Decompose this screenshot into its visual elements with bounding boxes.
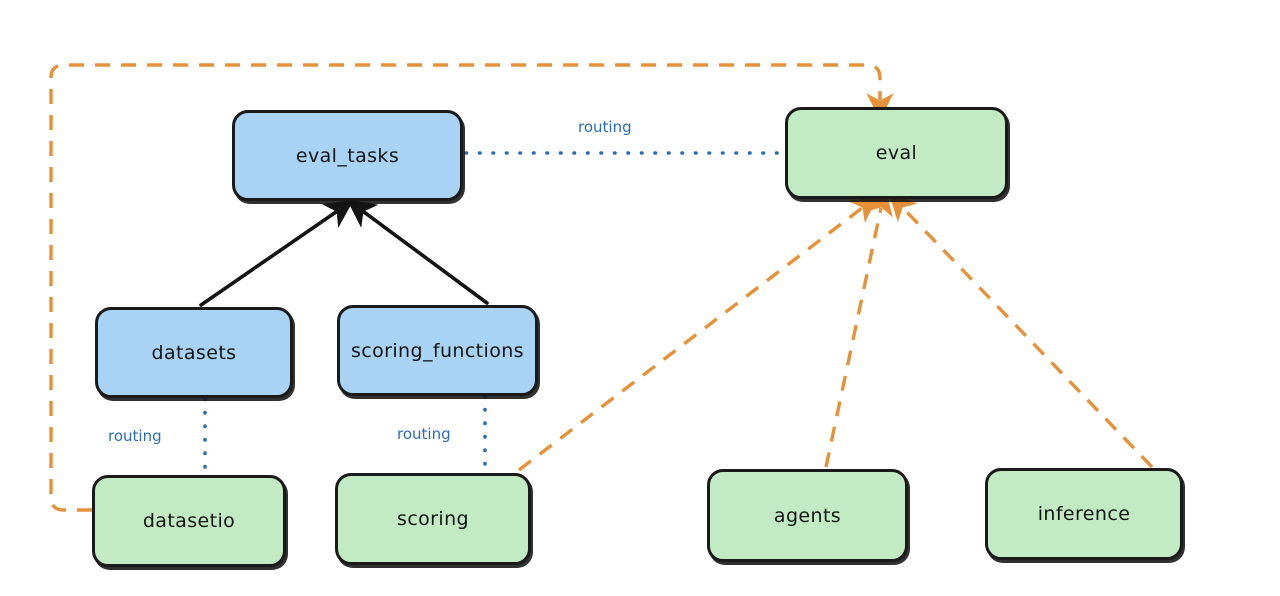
node-inference[interactable]: inference	[985, 468, 1183, 560]
node-label-scoring-functions: scoring_functions	[351, 339, 524, 362]
node-label-eval: eval	[875, 142, 918, 164]
node-agents[interactable]: agents	[707, 469, 908, 562]
node-eval-tasks[interactable]: eval_tasks	[232, 110, 463, 201]
edge-label-routing-eval-tasks: routing	[578, 118, 632, 136]
node-scoring-functions[interactable]: scoring_functions	[337, 305, 538, 396]
edge-scoring_functions-to-eval_tasks	[346, 199, 489, 305]
node-datasetio[interactable]: datasetio	[92, 475, 286, 567]
node-label-scoring: scoring	[397, 508, 469, 530]
node-label-agents: agents	[773, 504, 842, 527]
node-label-datasets: datasets	[151, 341, 237, 364]
node-datasets[interactable]: datasets	[95, 307, 293, 398]
node-scoring[interactable]: scoring	[335, 473, 531, 565]
node-label-inference: inference	[1037, 503, 1131, 525]
node-eval[interactable]: eval	[785, 107, 1008, 199]
edge-scoring-to-eval	[517, 195, 879, 472]
node-label-datasetio: datasetio	[142, 510, 236, 532]
edge-datasetio-to-eval	[49, 63, 894, 512]
edge-label-routing-datasets: routing	[108, 427, 162, 445]
node-label-eval-tasks: eval_tasks	[295, 144, 400, 167]
edge-label-routing-scoring-functions: routing	[397, 425, 451, 443]
edge-agents-to-eval	[824, 188, 893, 468]
edge-datasets-to-eval_tasks	[199, 199, 354, 307]
edge-inference-to-eval	[888, 193, 1154, 469]
